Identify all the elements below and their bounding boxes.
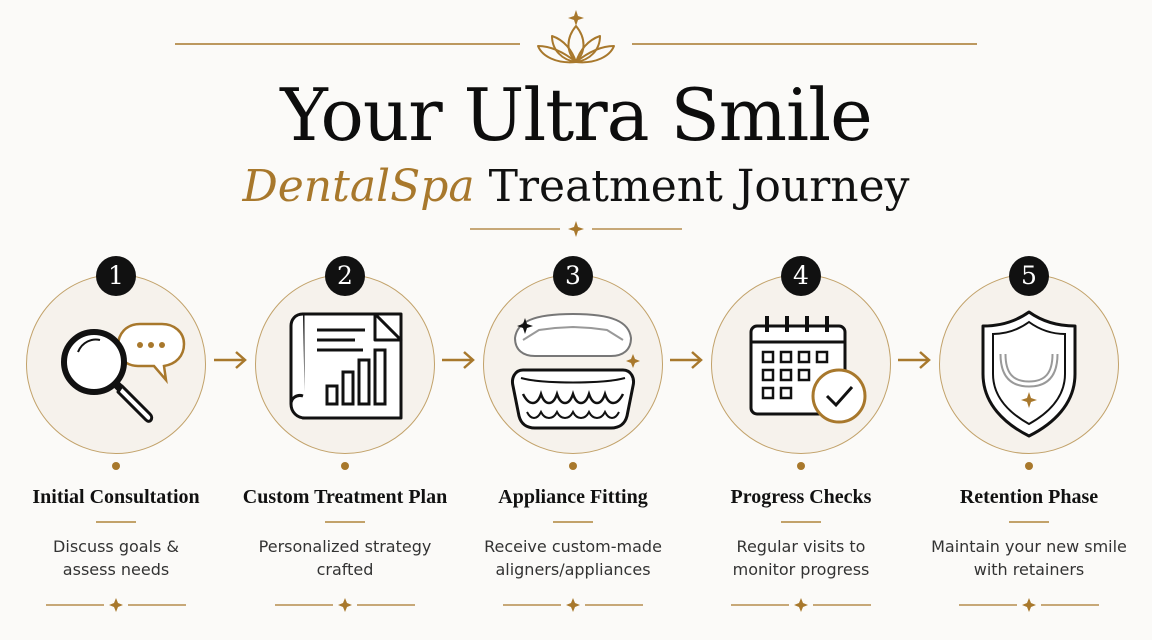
aligner-teeth-icon bbox=[511, 312, 640, 430]
subtitle-text: Treatment Journey bbox=[474, 161, 910, 212]
step-retention-phase: 5 Retention Phase Maintain your new smil… bbox=[915, 256, 1143, 626]
step-divider bbox=[503, 598, 643, 612]
arrow-right-icon bbox=[442, 351, 475, 369]
step-number-badge: 2 bbox=[325, 256, 365, 296]
step-title: Retention Phase bbox=[959, 486, 1099, 508]
calendar-check-icon bbox=[749, 316, 867, 424]
sparkle-icon bbox=[568, 10, 584, 26]
divider-ornament bbox=[470, 221, 682, 237]
arrow-right-icon bbox=[214, 351, 247, 369]
step-description: Discuss goals &assess needs bbox=[53, 537, 179, 579]
step-dot bbox=[341, 462, 349, 470]
sparkle-icon bbox=[566, 598, 580, 612]
step-dot bbox=[569, 462, 577, 470]
step-title: Progress Checks bbox=[730, 486, 872, 508]
step-divider bbox=[46, 598, 186, 612]
step-dot bbox=[797, 462, 805, 470]
arrow-right-icon bbox=[898, 351, 931, 369]
step-title: Initial Consultation bbox=[32, 486, 200, 508]
step-title: Appliance Fitting bbox=[498, 486, 648, 508]
step-number-badge: 4 bbox=[781, 256, 821, 296]
blueprint-chart-icon bbox=[289, 312, 403, 420]
sparkle-icon bbox=[794, 598, 808, 612]
step-divider bbox=[959, 598, 1099, 612]
step-rule bbox=[1009, 521, 1049, 523]
sparkle-icon bbox=[1022, 598, 1036, 612]
page-title: Your Ultra Smile bbox=[280, 73, 872, 157]
step-number-badge: 1 bbox=[96, 256, 136, 296]
step-rule bbox=[553, 521, 593, 523]
page-subtitle: DentalSpa Treatment Journey bbox=[0, 158, 1152, 216]
step-divider bbox=[731, 598, 871, 612]
step-dot bbox=[112, 462, 120, 470]
step-number-badge: 5 bbox=[1009, 256, 1049, 296]
step-rule bbox=[325, 521, 365, 523]
step-dot bbox=[1025, 462, 1033, 470]
step-rule bbox=[96, 521, 136, 523]
shield-retainer-icon bbox=[981, 310, 1077, 438]
step-title: Custom Treatment Plan bbox=[242, 486, 448, 508]
step-initial-consultation: 1 Initial Consultation Discuss goals &as… bbox=[2, 256, 230, 626]
step-number-badge: 3 bbox=[553, 256, 593, 296]
arrow-right-icon bbox=[670, 351, 703, 369]
lotus-icon bbox=[537, 25, 615, 64]
magnifier-chat-icon bbox=[61, 322, 186, 423]
sparkle-icon bbox=[568, 221, 584, 237]
sparkle-icon bbox=[109, 598, 123, 612]
step-divider bbox=[275, 598, 415, 612]
lotus-ornament bbox=[175, 10, 977, 64]
step-custom-treatment-plan: 2 Custom Treatment Plan Personalized str… bbox=[231, 256, 459, 626]
step-rule bbox=[781, 521, 821, 523]
sparkle-icon bbox=[338, 598, 352, 612]
subtitle-brand: DentalSpa bbox=[242, 161, 475, 212]
